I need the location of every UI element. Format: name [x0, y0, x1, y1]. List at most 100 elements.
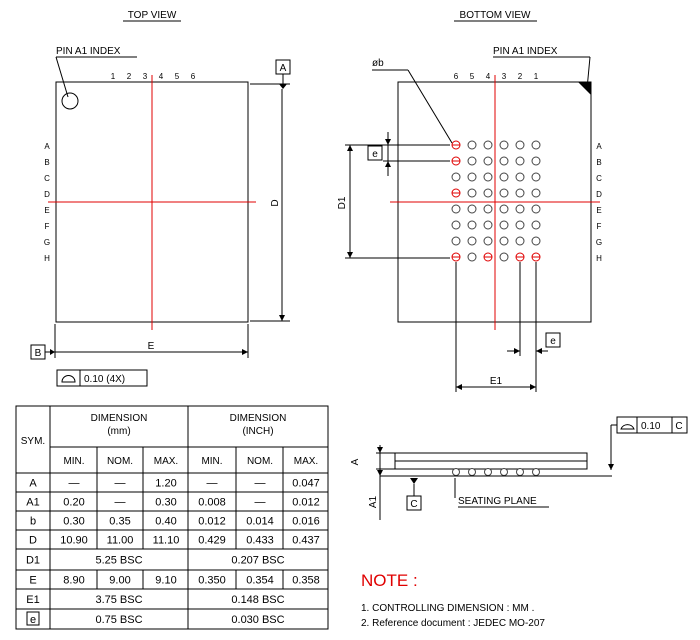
table-cell: —	[255, 478, 266, 490]
table-cell: 0.437	[292, 535, 320, 547]
svg-text:A: A	[596, 142, 602, 151]
solder-ball	[451, 220, 461, 230]
solder-ball	[515, 204, 525, 214]
table-cell: 0.433	[246, 535, 274, 547]
table-cell: 11.00	[107, 535, 134, 547]
svg-text:2: 2	[127, 72, 132, 81]
svg-text:NOM.: NOM.	[107, 456, 133, 467]
table-cell: 0.429	[198, 535, 226, 547]
table-cell: 0.20	[63, 497, 84, 509]
top-flatness-value: 0.10 (4X)	[84, 374, 125, 385]
svg-text:E: E	[596, 206, 601, 215]
table-cell: 1.20	[155, 478, 176, 490]
table-cell: 0.012	[198, 516, 226, 528]
svg-text:MAX.: MAX.	[294, 456, 318, 467]
solder-ball	[515, 156, 525, 166]
dim-e1-label: E1	[490, 376, 503, 387]
solder-ball	[483, 140, 493, 150]
svg-text:4: 4	[159, 72, 164, 81]
svg-text:MAX.: MAX.	[154, 456, 178, 467]
table-sym: E1	[26, 594, 39, 606]
svg-text:H: H	[596, 254, 602, 263]
svg-text:B: B	[44, 158, 49, 167]
solder-ball	[499, 140, 509, 150]
solder-ball	[531, 156, 541, 166]
solder-ball	[499, 188, 509, 198]
table-cell: 9.10	[155, 575, 176, 587]
svg-text:5: 5	[470, 72, 475, 81]
note-title: NOTE :	[361, 571, 418, 590]
svg-text:D: D	[596, 190, 602, 199]
dim-e-label: E	[148, 341, 155, 352]
table-cell: 0.30	[155, 497, 176, 509]
table-sym: b	[30, 516, 36, 528]
svg-text:H: H	[44, 254, 50, 263]
table-cell: 10.90	[60, 535, 88, 547]
pin-a1-index-mark	[61, 92, 79, 110]
solder-ball	[467, 220, 477, 230]
seating-plane-label: SEATING PLANE	[458, 496, 537, 507]
mm-header: DIMENSION	[91, 413, 148, 424]
top-column-labels: 1 2 3 4 5 6	[111, 72, 196, 81]
datum-a: A	[280, 63, 287, 74]
table-cell: 0.012	[292, 497, 320, 509]
table-cell: —	[255, 497, 266, 509]
solder-ball	[515, 140, 525, 150]
table-cell: 0.008	[198, 497, 226, 509]
svg-text:1: 1	[111, 72, 116, 81]
side-solder-ball	[484, 468, 492, 476]
solder-ball	[467, 236, 477, 246]
solder-ball	[467, 156, 477, 166]
solder-ball	[483, 236, 493, 246]
solder-ball	[499, 156, 509, 166]
table-cell: 0.016	[292, 516, 320, 528]
bottom-view-title: BOTTOM VIEW	[460, 10, 531, 21]
table-sym: D	[29, 535, 37, 547]
top-view: TOP VIEW PIN A1 INDEX 1 2 3 4 5 6 A B C …	[30, 10, 291, 387]
svg-text:F: F	[45, 222, 50, 231]
solder-ball	[451, 204, 461, 214]
table-cell: 0.40	[155, 516, 176, 528]
top-flatness-frame	[56, 369, 148, 387]
solder-ball	[467, 204, 477, 214]
solder-ball	[467, 252, 477, 262]
side-solder-ball	[500, 468, 508, 476]
table-border	[15, 405, 329, 630]
dim-a1-label: A1	[368, 495, 379, 508]
solder-ball	[499, 236, 509, 246]
side-view: 0.10 C A A1 C SEATING PLANE	[350, 416, 688, 520]
table-cell-bsc-inch: 0.148 BSC	[231, 594, 284, 606]
side-balls	[452, 468, 540, 476]
table-cell: 0.358	[292, 575, 320, 587]
table-row: A——1.20——0.047	[29, 478, 319, 490]
solder-ball	[499, 252, 509, 262]
table-cell-bsc-mm: 0.75 BSC	[95, 614, 142, 626]
table-cell-bsc-mm: 5.25 BSC	[95, 555, 142, 567]
table-cell: 0.047	[292, 478, 320, 490]
svg-text:C: C	[596, 174, 602, 183]
solder-ball	[451, 236, 461, 246]
bottom-row-labels: A B C D E F G H	[596, 142, 602, 263]
solder-ball	[515, 220, 525, 230]
solder-ball	[515, 172, 525, 182]
svg-text:6: 6	[191, 72, 196, 81]
side-solder-ball	[468, 468, 476, 476]
table-cell-bsc-inch: 0.030 BSC	[231, 614, 284, 626]
table-cell: 0.35	[109, 516, 130, 528]
table-cell-bsc-inch: 0.207 BSC	[231, 555, 284, 567]
solder-ball	[467, 188, 477, 198]
table-cell: —	[69, 478, 80, 490]
side-solder-ball	[532, 468, 540, 476]
side-solder-ball	[516, 468, 524, 476]
solder-ball	[499, 220, 509, 230]
side-package-substrate	[394, 460, 588, 470]
solder-ball	[515, 188, 525, 198]
svg-text:2: 2	[518, 72, 523, 81]
svg-text:G: G	[596, 238, 602, 247]
